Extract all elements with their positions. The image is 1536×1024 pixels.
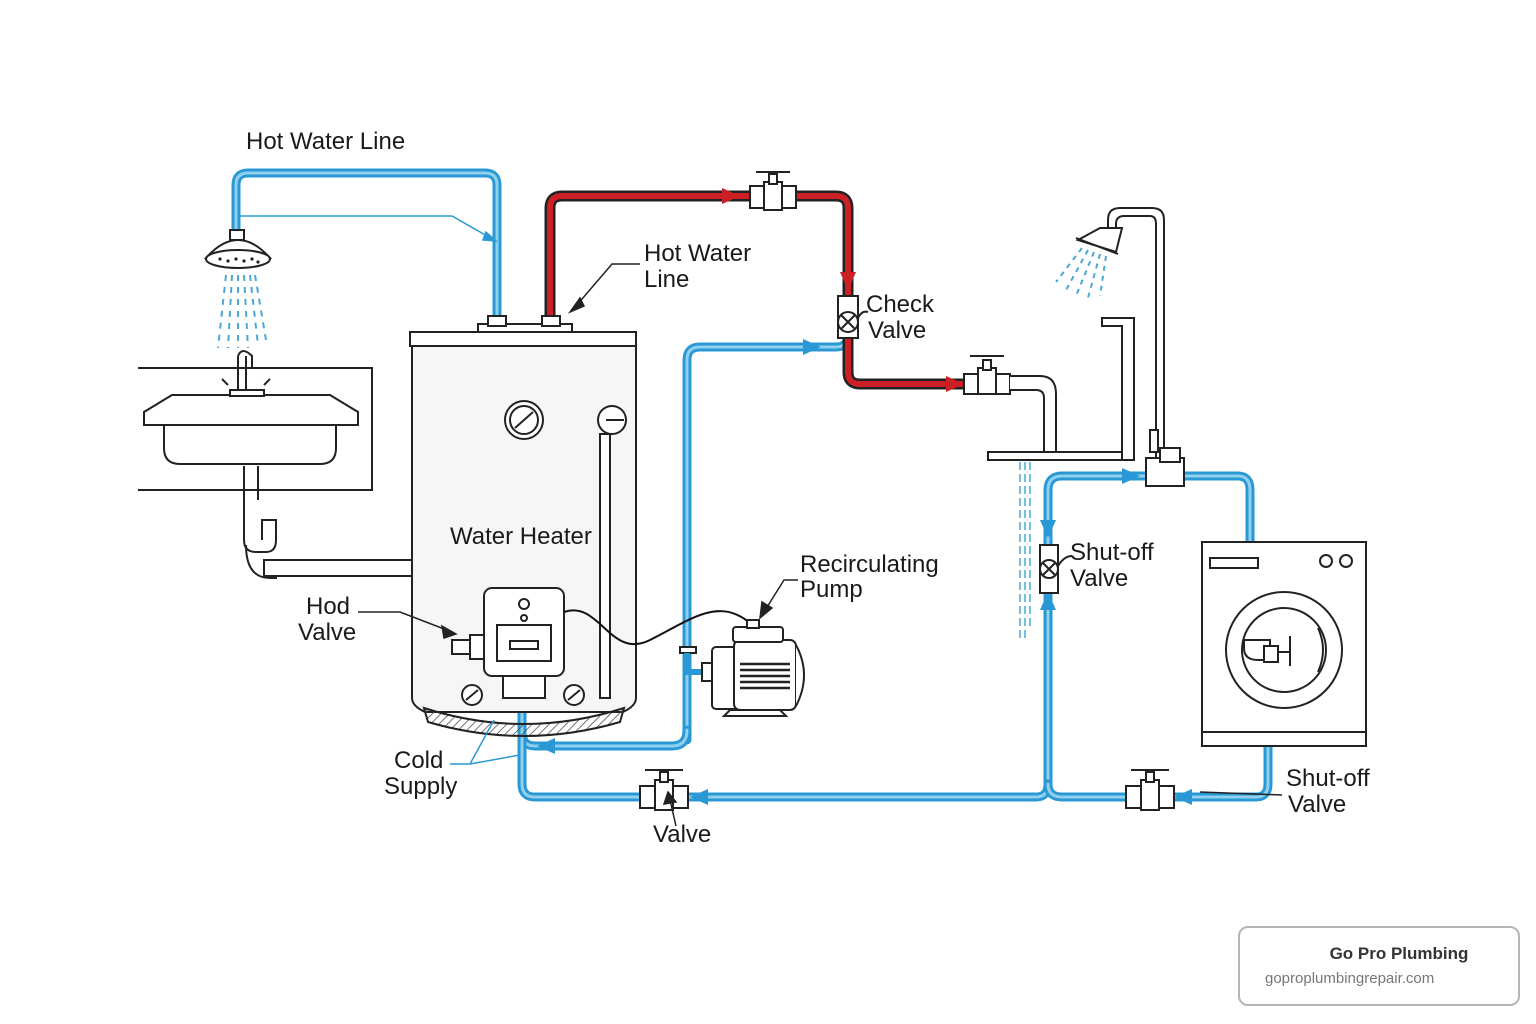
labels: Hot Water Line Hot Water Line Check Valv…: [246, 128, 1370, 848]
label-hot-water-line-2: Line: [644, 266, 689, 293]
arrow-hot-right-2: [946, 376, 964, 392]
arrow-hot-right-1: [722, 188, 740, 204]
label-shutoff-right-1: Shut-off: [1286, 765, 1370, 792]
label-cold-supply-1: Cold: [394, 747, 443, 774]
check-valve-icon: [837, 295, 869, 339]
pipe-washer-return: [1043, 655, 1273, 802]
counter-icon: [987, 317, 1135, 461]
water-spray-right: [1055, 247, 1107, 299]
label-hod-valve-1: Hod: [306, 593, 350, 620]
arrow-cold-left-heater: [537, 738, 555, 754]
shower-icon-right: [1075, 207, 1185, 487]
power-cord: [563, 609, 753, 646]
label-hod-valve-2: Valve: [298, 619, 356, 646]
water-stream-counter: [1019, 462, 1031, 640]
watermark-url: goproplumbingrepair.com: [1265, 970, 1435, 987]
pump-icon: [679, 619, 805, 717]
valve-icon-top: [749, 171, 797, 211]
sink-icon: [138, 350, 477, 605]
label-valve: Valve: [653, 821, 711, 848]
washing-machine-icon: [1201, 541, 1367, 747]
arrow-cold-down-shutoff: [1040, 520, 1056, 538]
leader-cold-supply: [450, 719, 521, 765]
shutoff-valve-left: [1039, 544, 1073, 594]
label-water-heater: Water Heater: [450, 523, 592, 550]
label-shutoff-left-2: Valve: [1070, 565, 1128, 592]
label-hot-water-line-top: Hot Water Line: [246, 128, 405, 155]
water-spray-left: [217, 274, 267, 349]
pipe-cold-main: [517, 471, 1255, 802]
label-recirc-pump-2: Pump: [800, 576, 863, 603]
label-hot-water-line-1: Hot Water: [644, 240, 751, 267]
gate-valve-bottom-right: [1125, 769, 1175, 811]
leader-lines: [358, 263, 1283, 827]
label-cold-supply-2: Supply: [384, 773, 457, 800]
label-check-valve-2: Valve: [868, 317, 926, 344]
pipe-heater-to-shower: [231, 168, 502, 330]
label-shutoff-left-1: Shut-off: [1070, 539, 1154, 566]
arrow-cold-up-shutoff: [1040, 592, 1056, 610]
faucet-icon: [963, 355, 1057, 453]
arrow-cold-left-valve: [690, 789, 708, 805]
label-check-valve-1: Check: [866, 291, 935, 318]
arrow-cold-right-check: [803, 339, 821, 355]
watermark-card: Go Pro Plumbing goproplumbingrepair.com: [1238, 926, 1520, 1006]
hot-pipes: [544, 190, 971, 390]
shower-icon: [203, 229, 273, 269]
arrow-cold-right-tee: [1122, 468, 1140, 484]
arrow-hot-down: [840, 272, 856, 290]
label-shutoff-right-2: Valve: [1288, 791, 1346, 818]
water-heater-icon: [409, 315, 637, 737]
arrow-cold-left-shutoff: [1174, 789, 1192, 805]
cold-pipes: [231, 168, 1273, 802]
leader-hot-water-line-top: [240, 215, 499, 242]
watermark-title: Go Pro Plumbing: [1329, 944, 1469, 963]
label-recirc-pump-1: Recirculating: [800, 551, 939, 578]
